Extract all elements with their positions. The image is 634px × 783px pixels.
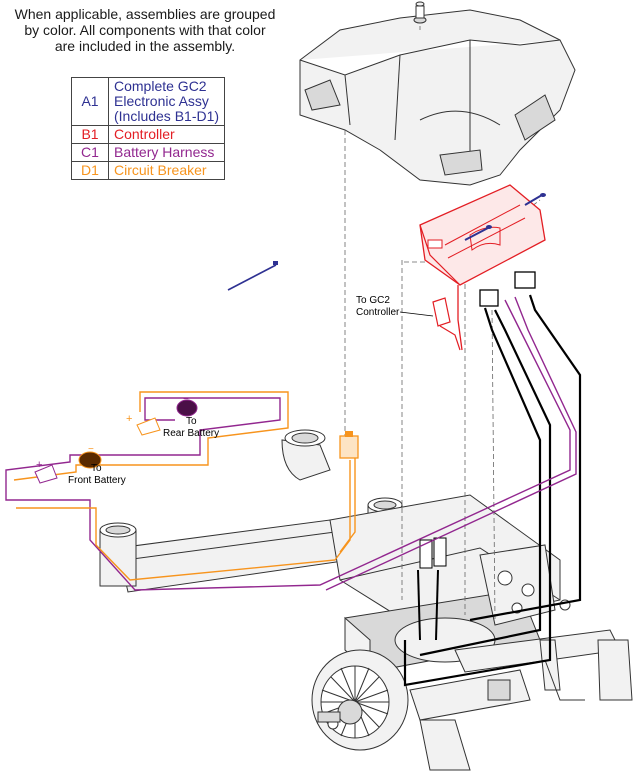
legend-label-line: (Includes B1-D1)	[114, 108, 220, 124]
legend-code: A1	[71, 77, 109, 126]
legend-label: Circuit Breaker	[107, 161, 226, 180]
callout-front-line2: Front Battery	[68, 475, 126, 486]
legend-row-a1: A1 Complete GC2 Electronic Assy (Include…	[71, 77, 226, 126]
svg-text:−: −	[183, 394, 189, 405]
legend-code: C1	[71, 143, 109, 162]
assembly-legend: A1 Complete GC2 Electronic Assy (Include…	[71, 77, 226, 180]
callout-rear-line2: Rear Battery	[163, 428, 219, 439]
svg-text:+: +	[36, 459, 42, 471]
legend-code: B1	[71, 125, 109, 144]
legend-label-line: Complete GC2	[114, 78, 207, 94]
legend-row-d1: D1 Circuit Breaker	[71, 161, 226, 180]
legend-label: Controller	[107, 125, 226, 144]
cable-tie	[227, 261, 278, 291]
callout-gc2-line1: To GC2	[356, 295, 390, 306]
note-line-2: by color. All components with that color	[24, 22, 266, 38]
callout-gc2: To GC2 Controller	[356, 295, 434, 318]
seat-shroud	[299, 1, 576, 186]
legend-label: Battery Harness	[107, 143, 226, 162]
cable-connectors	[417, 271, 536, 641]
legend-label: Complete GC2 Electronic Assy (Includes B…	[107, 77, 226, 126]
color-grouping-note: When applicable, assemblies are grouped …	[0, 6, 290, 54]
callout-front-line1: To	[91, 463, 102, 474]
legend-label-line: Electronic Assy	[114, 93, 209, 109]
controller	[419, 184, 546, 351]
base-frame	[99, 429, 633, 771]
motor-cables	[403, 294, 582, 687]
legend-row-b1: B1 Controller	[71, 125, 226, 144]
legend-row-c1: C1 Battery Harness	[71, 143, 226, 162]
callout-front-battery: To Front Battery	[68, 463, 126, 486]
svg-text:+: +	[126, 413, 132, 425]
note-line-1: When applicable, assemblies are grouped	[14, 6, 276, 22]
callout-rear-line1: To	[186, 416, 197, 427]
callout-gc2-line2: Controller	[356, 307, 400, 318]
legend-code: D1	[71, 161, 109, 180]
battery-harness: + − + −	[5, 296, 577, 591]
callout-rear-battery: To Rear Battery	[163, 416, 219, 439]
svg-text:−: −	[88, 444, 94, 455]
note-line-3: are included in the assembly.	[54, 38, 236, 54]
